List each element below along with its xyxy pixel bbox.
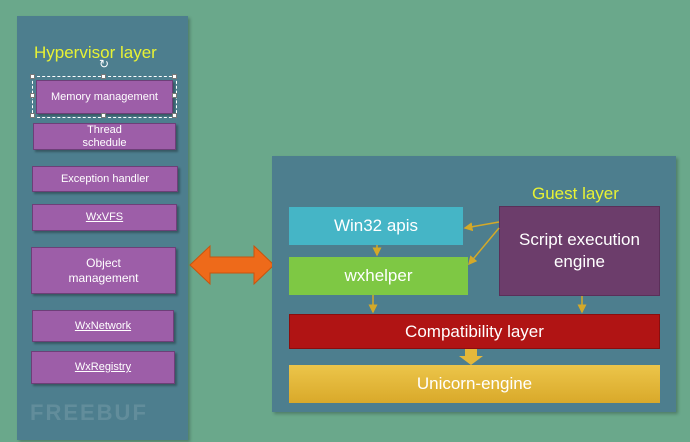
unicorn-engine-box[interactable]: Unicorn-engine	[289, 365, 660, 403]
selection-handle[interactable]	[101, 74, 106, 79]
guest-title: Guest layer	[532, 184, 619, 203]
win32-apis-box[interactable]: Win32 apis	[289, 207, 463, 245]
selection-handle[interactable]	[172, 74, 177, 79]
compatibility-layer-box[interactable]: Compatibility layer	[289, 314, 660, 349]
wxvfs-box[interactable]: WxVFS	[32, 204, 177, 231]
wxhelper-box[interactable]: wxhelper	[289, 257, 468, 295]
selection-handle[interactable]	[30, 113, 35, 118]
arrow-script-to-wxhelper	[468, 227, 500, 266]
wxregistry-box[interactable]: WxRegistry	[31, 351, 175, 384]
arrow-script-to-win32	[463, 221, 500, 232]
selection-handle[interactable]	[101, 113, 106, 118]
script-execution-engine-box[interactable]: Script execution engine	[499, 206, 660, 296]
exception-handler-box[interactable]: Exception handler	[32, 166, 178, 192]
thread-schedule-box[interactable]: Thread schedule	[33, 123, 176, 150]
wxnetwork-box[interactable]: WxNetwork	[32, 310, 174, 342]
arrow-compat-to-unicorn	[459, 349, 483, 365]
wxhelper-label: wxhelper	[344, 266, 413, 285]
rotate-handle-icon[interactable]: ↻	[99, 57, 110, 71]
selection-handle[interactable]	[30, 74, 35, 79]
selection-handle[interactable]	[30, 93, 35, 98]
watermark: FREEBUF	[30, 400, 148, 425]
selection-handle[interactable]	[172, 93, 177, 98]
selection-handle[interactable]	[172, 113, 177, 118]
object-management-box[interactable]: Object management	[31, 247, 176, 294]
win32-apis-label: Win32 apis	[333, 216, 419, 235]
hypervisor-title: Hypervisor layer	[34, 43, 157, 62]
